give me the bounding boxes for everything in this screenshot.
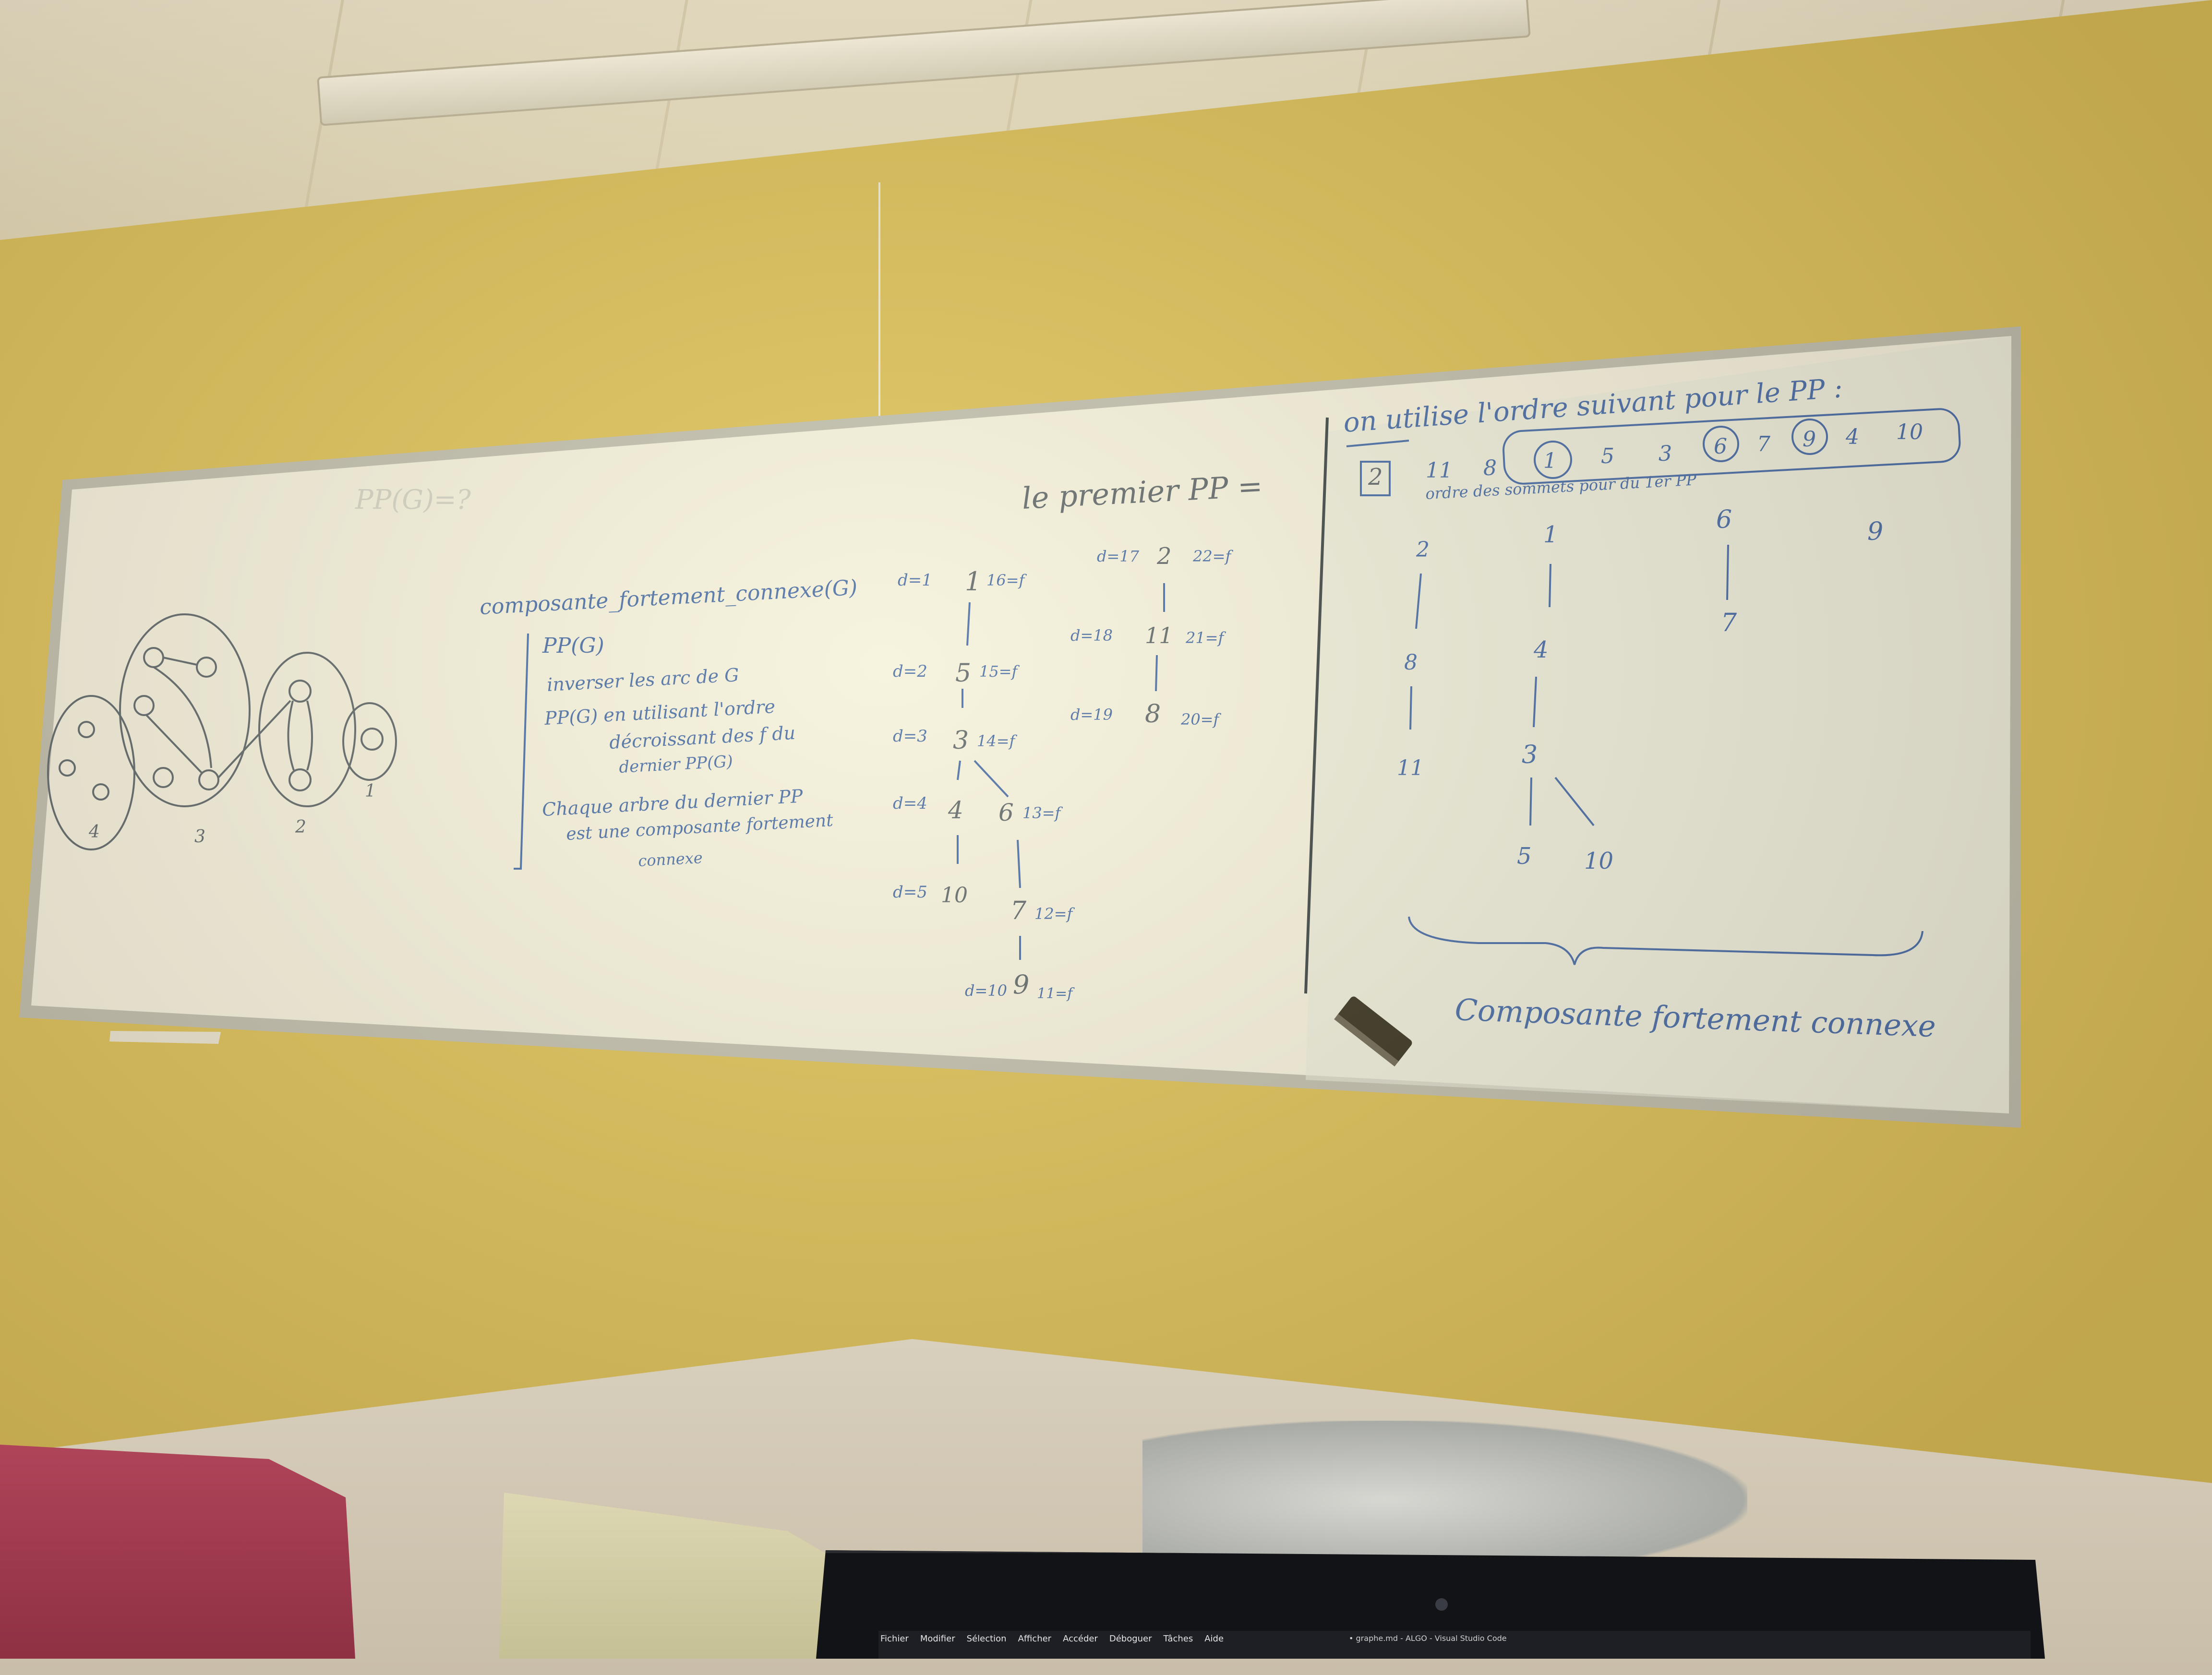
node-9-d: d=10 [965, 981, 1007, 1000]
scc-node-4: 4 [1533, 636, 1549, 663]
node-9: 9 [1013, 969, 1029, 1000]
scc-brace [1408, 916, 1923, 965]
scc-node-3: 3 [1522, 741, 1538, 769]
marker-tray [109, 1031, 221, 1044]
node-2-f: 22=f [1192, 547, 1234, 565]
menu-selection[interactable]: Sélection [966, 1634, 1007, 1644]
node-2-d: d=17 [1097, 547, 1140, 565]
cluster-3 [119, 613, 251, 807]
order-item-7: 7 [1757, 432, 1770, 456]
node-8-f: 20=f [1180, 710, 1222, 729]
algo-line-1: PP(G) [542, 634, 604, 658]
scc-node-10: 10 [1584, 848, 1613, 874]
cord [878, 182, 880, 470]
cluster-label-1: 1 [365, 781, 376, 801]
scc-node-6: 6 [1716, 505, 1732, 534]
node-8: 8 [1145, 700, 1161, 729]
editor-menubar: Fichier Modifier Sélection Afficher Accé… [878, 1633, 1226, 1650]
order-box-group [1503, 408, 1961, 485]
scc-node-9: 9 [1867, 517, 1883, 546]
node-1-d: d=1 [898, 571, 932, 590]
node-5: 5 [955, 659, 971, 688]
node-4: 4 [948, 796, 963, 824]
order-heading-underline [1346, 440, 1409, 447]
order-item-10: 10 [1896, 420, 1923, 444]
node-1-f: 16=f [986, 571, 1027, 589]
cluster-label-3: 3 [194, 827, 205, 847]
order-item-3: 1 [1543, 449, 1557, 473]
node-9-f: 11=f [1037, 985, 1075, 1002]
faded-note: PP(G)=? [355, 484, 471, 515]
node-11: 11 [1145, 622, 1173, 648]
order-circle-1 [1534, 441, 1572, 479]
algo-bracket [514, 633, 529, 870]
scc-trees [1409, 544, 1729, 826]
node-4-d: d=4 [893, 794, 927, 813]
order-item-9: 4 [1845, 425, 1859, 449]
node-6-f: 13=f [1022, 804, 1063, 822]
node-7: 7 [1010, 897, 1027, 925]
order-box-first [1360, 461, 1391, 496]
order-item-8: 9 [1803, 427, 1816, 452]
node-3-d: d=3 [893, 727, 927, 746]
menu-afficher[interactable]: Afficher [1018, 1634, 1052, 1644]
order-item-0: 2 [1368, 464, 1383, 491]
order-item-5: 3 [1659, 442, 1672, 466]
node-7-f: 12=f [1034, 905, 1075, 923]
order-item-4: 5 [1601, 444, 1614, 468]
order-circle-9 [1791, 419, 1828, 455]
webcam-icon [1435, 1598, 1448, 1611]
dfs-tree-2 [1155, 583, 1165, 692]
cluster-label-2: 2 [295, 817, 306, 837]
cluster-4 [47, 695, 135, 850]
scc-node-1: 1 [1543, 521, 1558, 548]
node-6: 6 [998, 799, 1014, 826]
node-2: 2 [1156, 543, 1172, 570]
node-11-f: 21=f [1185, 629, 1226, 647]
node-10-d: d=5 [893, 883, 927, 902]
laptop-screen [878, 1631, 2031, 1659]
node-3: 3 [953, 726, 969, 755]
order-sequence: 2 11 8 1 5 3 6 7 9 4 10 [1368, 420, 1923, 491]
dfs-tree-1 [957, 602, 1021, 960]
menu-acceder[interactable]: Accéder [1063, 1634, 1098, 1644]
scc-node-8: 8 [1404, 650, 1418, 675]
node-1: 1 [965, 566, 981, 597]
order-item-6: 6 [1714, 434, 1727, 459]
node-11-d: d=18 [1070, 626, 1113, 645]
board-divider [1304, 417, 1329, 994]
board-smudge [1306, 336, 2011, 1113]
node-5-f: 15=f [979, 662, 1020, 681]
scc-node-2: 2 [1416, 538, 1430, 562]
order-item-1: 11 [1426, 458, 1453, 483]
order-circle-6 [1703, 426, 1739, 462]
cluster-2 [258, 652, 356, 807]
node-10: 10 [941, 883, 968, 908]
scc-node-5: 5 [1517, 843, 1532, 870]
menu-deboguer[interactable]: Déboguer [1109, 1634, 1152, 1644]
cloth-rag [1142, 1421, 1747, 1579]
node-8-d: d=19 [1070, 706, 1113, 724]
node-3-f: 14=f [977, 732, 1018, 750]
red-chair [0, 1445, 355, 1659]
menu-taches[interactable]: Tâches [1163, 1634, 1193, 1644]
scc-node-11: 11 [1397, 756, 1424, 780]
menu-aide[interactable]: Aide [1204, 1634, 1224, 1644]
algo-line-8: connexe [637, 849, 703, 870]
cluster-1 [342, 702, 397, 781]
board-eraser [1334, 996, 1412, 1067]
menu-fichier[interactable]: Fichier [880, 1634, 909, 1644]
graph-sketch [47, 613, 397, 850]
cluster-label-4: 4 [88, 822, 100, 842]
window-title: • graphe.md - ALGO - Visual Studio Code [1349, 1634, 1507, 1643]
node-5-d: d=2 [893, 662, 927, 681]
order-item-2: 8 [1483, 456, 1497, 480]
menu-modifier[interactable]: Modifier [920, 1634, 955, 1644]
scc-node-7: 7 [1721, 609, 1737, 637]
